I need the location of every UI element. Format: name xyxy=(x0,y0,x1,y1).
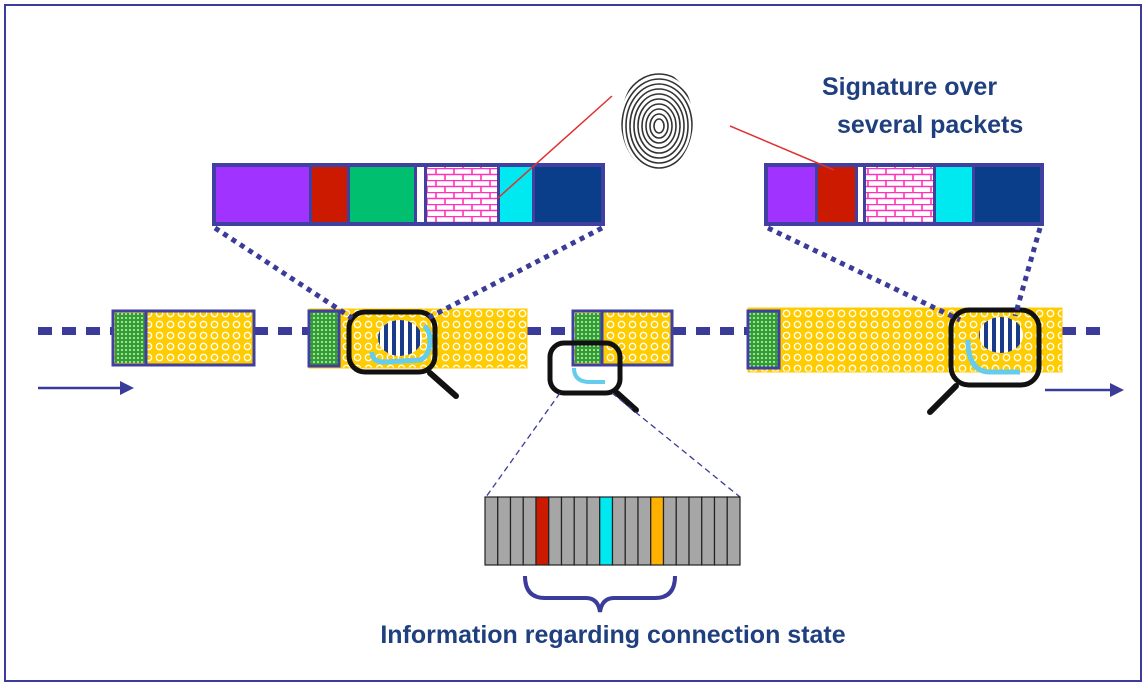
flow-arrow-right xyxy=(1045,383,1124,397)
register-cell xyxy=(535,496,550,566)
register-cell xyxy=(497,496,512,566)
register-cell xyxy=(726,496,741,566)
zoom-lines-dashed xyxy=(485,392,741,498)
register-cell xyxy=(624,496,639,566)
magnifier-icon xyxy=(346,309,459,399)
magnifier-icon xyxy=(927,307,1042,415)
magnifier-icon xyxy=(547,340,639,413)
zoom-lines-dotted xyxy=(213,225,1043,323)
register-cell xyxy=(548,496,563,566)
signature-fragment-2 xyxy=(965,317,1023,375)
register-cell xyxy=(675,496,690,566)
register-cell xyxy=(713,496,728,566)
register-cell xyxy=(599,496,614,566)
register-cell xyxy=(688,496,703,566)
register-cell xyxy=(611,496,626,566)
register-cell xyxy=(637,496,652,566)
packet-1 xyxy=(111,309,256,367)
register-cell xyxy=(586,496,601,566)
caption: Information regarding connection state xyxy=(380,621,845,649)
register-cell xyxy=(573,496,588,566)
outer-border xyxy=(4,4,1142,682)
signature-leader-lines xyxy=(497,95,835,199)
register-cell xyxy=(560,496,575,566)
flow-arrow-left xyxy=(38,381,134,395)
fingerprint-icon xyxy=(621,73,693,171)
register-cell xyxy=(522,496,537,566)
brace xyxy=(523,575,677,613)
zoomed-packet-right xyxy=(764,163,1044,226)
zoomed-packet-left xyxy=(212,163,605,226)
signature-fragment-1 xyxy=(369,320,433,365)
register-cell xyxy=(650,496,665,566)
signature-label-line-1: Signature over xyxy=(822,73,997,101)
register-cell xyxy=(484,496,499,566)
state-register xyxy=(484,496,741,566)
signature-label: Signature over several packets xyxy=(822,73,1023,139)
register-cell xyxy=(509,496,524,566)
packet-3 xyxy=(571,309,674,367)
signature-label-line-2: several packets xyxy=(837,111,1023,139)
state-fragment xyxy=(572,367,605,384)
register-cell xyxy=(662,496,677,566)
register-cell xyxy=(701,496,716,566)
